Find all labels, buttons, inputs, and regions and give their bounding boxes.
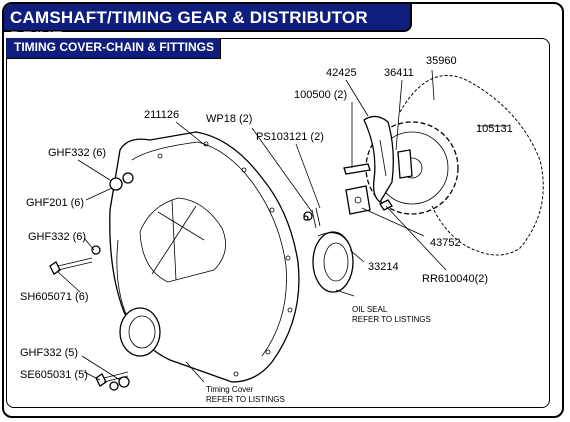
nuts-washers-illustration (91, 172, 134, 391)
label-36411: 36411 (384, 67, 414, 79)
label-se605031: SE605031 (5) (20, 369, 88, 381)
oil-seal-note: OIL SEAL (352, 305, 388, 314)
label-211126: 211126 (144, 109, 179, 121)
label-43752: 43752 (430, 237, 461, 249)
timing-cover-note-ref: REFER TO LISTINGS (206, 395, 285, 404)
label-ghf332-6a: GHF332 (6) (48, 147, 106, 159)
label-ghf332-5: GHF332 (5) (20, 347, 78, 359)
label-sh605071: SH605071 (6) (20, 291, 89, 303)
cover-bolt-illustration (49, 257, 129, 387)
section-frame (6, 38, 550, 408)
label-wp18: WP18 (2) (206, 113, 252, 125)
label-ghf201: GHF201 (6) (26, 197, 84, 209)
timing-chain-illustration (399, 75, 544, 256)
studs-illustration (303, 207, 321, 229)
timing-cover-note: Timing Cover (206, 385, 254, 394)
label-33214: 33214 (368, 261, 399, 273)
label-42425: 42425 (326, 67, 357, 79)
section-bar: TIMING COVER-CHAIN & FITTINGS (6, 38, 221, 59)
label-ps103121: PS103121 (2) (256, 131, 324, 143)
section-title: TIMING COVER-CHAIN & FITTINGS (14, 40, 214, 54)
oil-seal-note-ref: REFER TO LISTINGS (352, 315, 431, 324)
timing-cover-illustration (109, 131, 300, 383)
label-rr610040: RR610040(2) (422, 273, 488, 285)
label-ghf332-6b: GHF332 (6) (28, 231, 86, 243)
tensioner-bolts-illustration (343, 149, 413, 211)
oil-seal-illustration (312, 231, 354, 293)
bracket-illustration (345, 185, 371, 215)
label-100500: 100500 (2) (294, 89, 347, 101)
label-35960: 35960 (426, 55, 457, 67)
chain-tensioner-illustration (363, 115, 394, 203)
label-105131: 105131 (476, 123, 513, 135)
leader-lines (57, 69, 508, 383)
